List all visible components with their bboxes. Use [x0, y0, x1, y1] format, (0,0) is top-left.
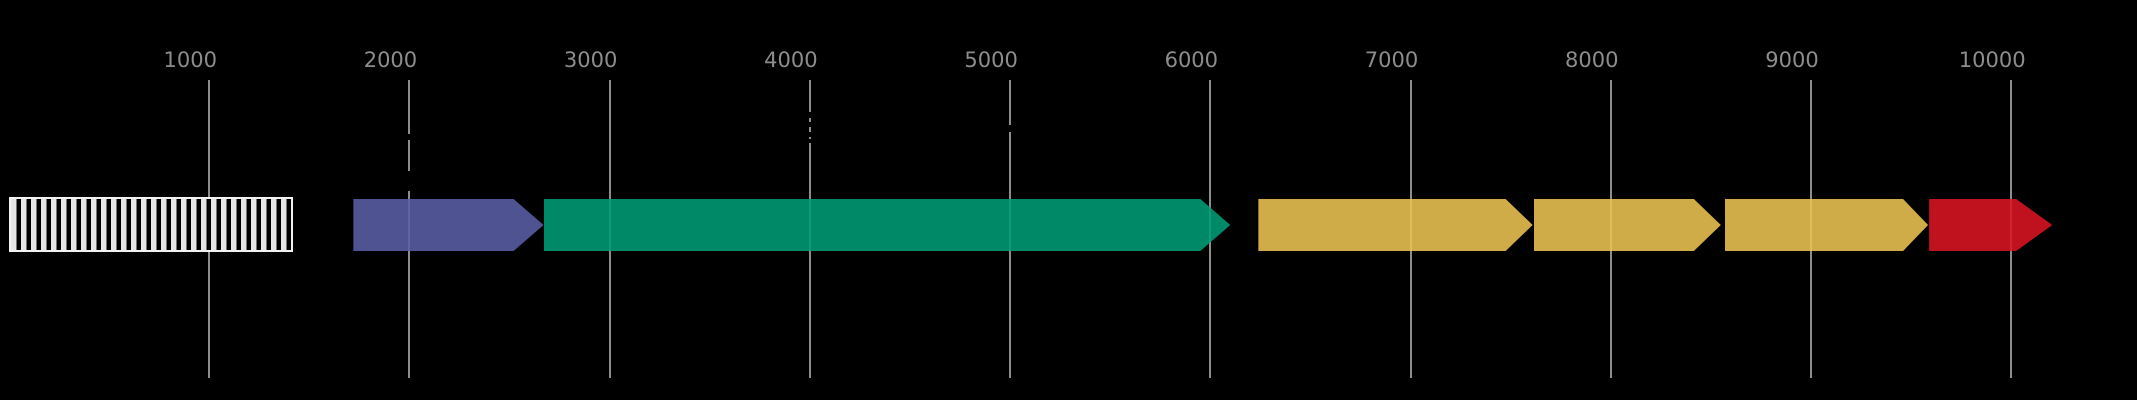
tick-label-8000: 8000 [1565, 48, 1619, 72]
hatched-region-box [9, 197, 294, 252]
tick-label-3000: 3000 [563, 48, 618, 72]
tick-label-4000: 4000 [764, 48, 818, 72]
gridline-gap-4000 [807, 139, 813, 143]
gridline-gap-4000 [807, 112, 813, 118]
feature-green [544, 199, 1231, 251]
gridline-gap-2000 [406, 171, 412, 191]
tick-label-1000: 1000 [163, 48, 217, 72]
feature-yellow-3 [1725, 199, 1928, 251]
gridline-gap-4000 [807, 122, 813, 127]
tick-label-7000: 7000 [1364, 48, 1419, 72]
gridline-gap-2000 [406, 134, 412, 140]
feature-yellow-2 [1534, 199, 1721, 251]
tick-label-2000: 2000 [363, 48, 418, 72]
gridline-gap-5000 [1007, 125, 1013, 132]
tick-label-10000: 10000 [1958, 48, 2026, 72]
gridline-gap-4000 [807, 132, 813, 137]
tick-label-6000: 6000 [1164, 48, 1219, 72]
feature-purple [353, 199, 543, 251]
feature-red [1929, 199, 2052, 251]
tick-label-5000: 5000 [964, 48, 1018, 72]
feature-yellow-1 [1258, 199, 1532, 251]
tick-label-9000: 9000 [1765, 48, 1819, 72]
